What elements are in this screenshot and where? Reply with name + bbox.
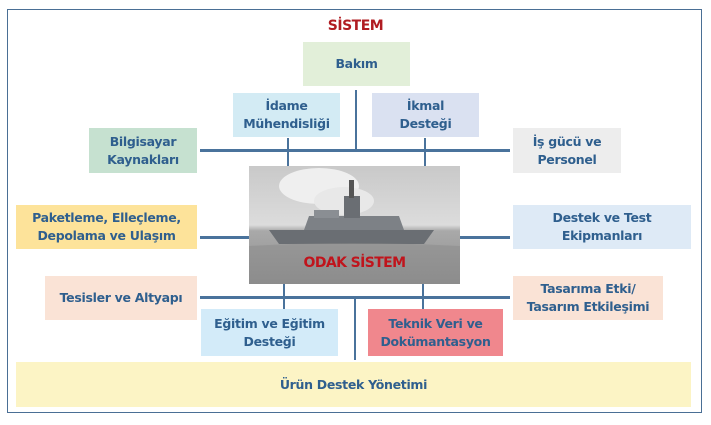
diagram-title: SİSTEM	[327, 18, 384, 34]
focus-system-image: ODAK SİSTEM	[249, 166, 460, 284]
box-urun-destek-yonetimi: Ürün Destek Yönetimi	[16, 362, 691, 407]
frigate-ship-icon	[249, 166, 460, 284]
box-destek-test-ekipmanlari: Destek ve Test Ekipmanları	[513, 205, 691, 249]
box-bilgisayar-kaynaklari: Bilgisayar Kaynakları	[89, 128, 197, 173]
box-bakim: Bakım	[303, 42, 410, 86]
box-tasarima-etki: Tasarıma Etki/ Tasarım Etkileşimi	[513, 276, 663, 320]
connector-ikmal	[424, 138, 426, 166]
connector-paketleme	[200, 236, 249, 239]
box-idame-muhendisligi: İdame Mühendisliği	[233, 93, 340, 137]
connector-bakim	[355, 90, 357, 150]
diagram-frame	[7, 9, 702, 413]
box-egitim-destegi: Eğitim ve Eğitim Desteği	[201, 309, 338, 356]
box-teknik-veri: Teknik Veri ve Dokümantasyon	[368, 309, 503, 356]
connector-teknik	[422, 284, 424, 309]
connector-egitim	[283, 284, 285, 309]
box-ikmal-destegi: İkmal Desteği	[372, 93, 479, 137]
connector-destek-test	[460, 236, 510, 239]
connector-idame	[287, 138, 289, 166]
box-paketleme: Paketleme, Elleçleme, Depolama ve Ulaşım	[16, 205, 197, 249]
connector-urun	[354, 297, 356, 360]
focus-system-label: ODAK SİSTEM	[303, 255, 407, 271]
box-tesisler-altyapi: Tesisler ve Altyapı	[45, 276, 197, 320]
box-is-gucu-personel: İş gücü ve Personel	[513, 128, 621, 173]
connector-top-horizontal	[200, 149, 510, 152]
